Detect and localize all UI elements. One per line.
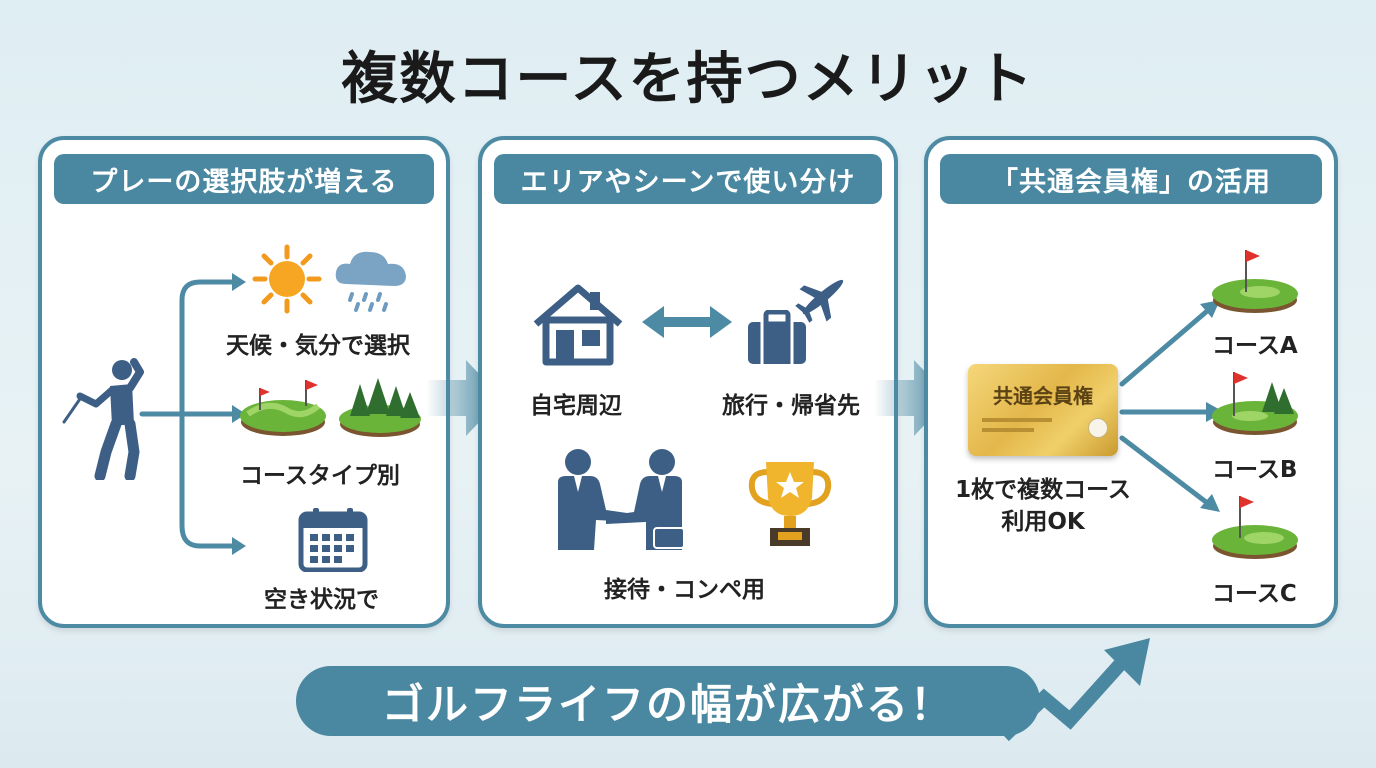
house-icon (533, 284, 623, 366)
suitcase-icon (748, 310, 806, 364)
calendar-icon (298, 508, 368, 572)
course-a-icon (1212, 250, 1298, 313)
page-title: 複数コースを持つメリット (341, 47, 1035, 112)
golfer-icon (62, 358, 144, 480)
branch-arrows (139, 273, 246, 555)
course-a-label: コースA (1212, 333, 1298, 359)
card-caption-line2: 利用OK (1001, 509, 1085, 535)
panel-play-options: プレーの選択肢が増える (38, 136, 450, 628)
handshake-icon (558, 449, 685, 550)
membership-card-label: 共通会員権 (993, 384, 1093, 408)
scene-home-label: 自宅周辺 (530, 393, 622, 419)
growth-arrow-icon (999, 638, 1150, 742)
card-caption-line1: 1枚で複数コース (955, 477, 1131, 503)
option-availability-label: 空き状況で (264, 587, 379, 613)
course-c-label: コースC (1212, 581, 1297, 607)
panel-shared-membership: 「共通会員権」の活用 共通会員権 1枚で複数コース 利用OK コースA (924, 136, 1338, 628)
course-c-icon (1212, 496, 1298, 559)
forest-course-icon (339, 378, 421, 437)
rain-cloud-icon (335, 251, 406, 312)
scene-travel-label: 旅行・帰省先 (722, 393, 860, 419)
panel-heading: エリアやシーンで使い分け (494, 154, 882, 204)
option-course-type-label: コースタイプ別 (240, 463, 400, 489)
panel-heading: 「共通会員権」の活用 (940, 154, 1322, 204)
conclusion-banner: ゴルフライフの幅が広がる！ (296, 666, 1040, 736)
panel-area-scenes: エリアやシーンで使い分け 自宅周辺 旅行・帰省先 (478, 136, 898, 628)
golf-course-icon (240, 380, 326, 436)
sun-icon (252, 244, 322, 314)
course-b-icon (1212, 372, 1298, 435)
membership-card-icon: 共通会員権 (968, 364, 1118, 456)
two-way-arrow-icon (642, 306, 732, 338)
option-weather-label: 天候・気分で選択 (226, 333, 410, 359)
scene-business-label: 接待・コンペ用 (604, 577, 765, 603)
airplane-icon (795, 279, 844, 323)
card-branch-arrows (1119, 300, 1224, 512)
trophy-icon (748, 462, 832, 546)
panel-heading: プレーの選択肢が増える (54, 154, 434, 204)
course-b-label: コースB (1212, 457, 1298, 483)
